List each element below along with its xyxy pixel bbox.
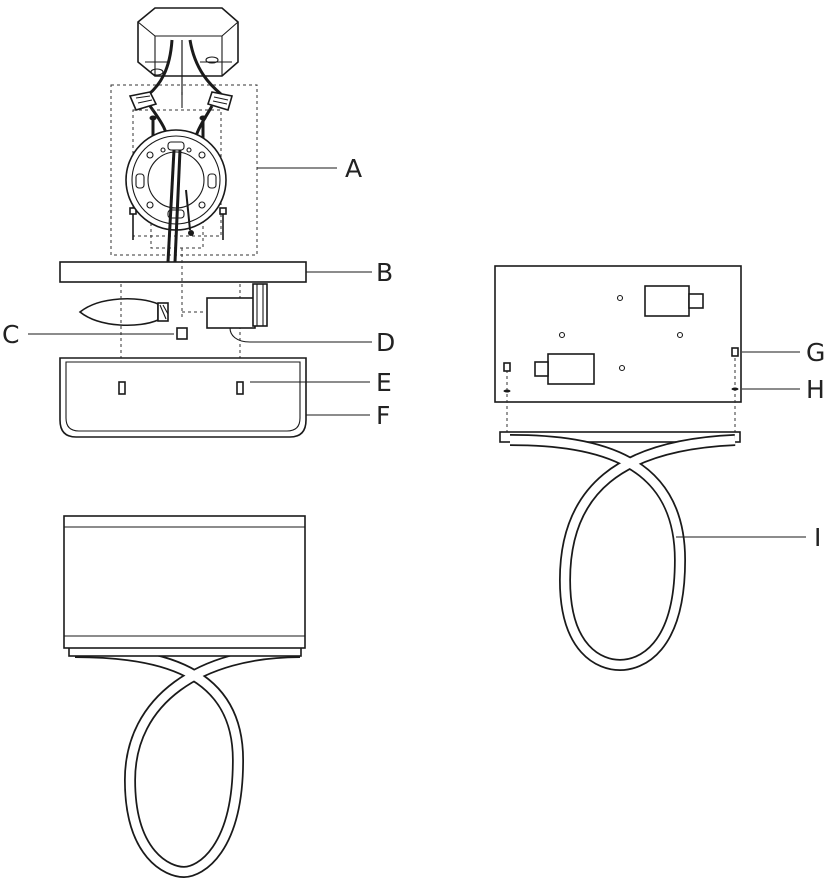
- assembled-fixture: [63, 515, 306, 879]
- junction-box: [137, 7, 239, 77]
- socket-d: [206, 283, 372, 343]
- label-c: C: [2, 320, 19, 349]
- mounting-bracket: [125, 129, 227, 263]
- backplate: [494, 265, 742, 435]
- washer-h: [503, 387, 739, 393]
- label-d: D: [376, 328, 395, 357]
- label-e: E: [376, 368, 392, 397]
- label-h: H: [806, 375, 825, 404]
- part-c-nut: [176, 327, 188, 340]
- label-f: F: [376, 401, 390, 430]
- wire-nuts: [128, 91, 234, 151]
- label-g: G: [806, 338, 825, 367]
- label-a: A: [345, 154, 362, 183]
- label-b: B: [376, 258, 393, 287]
- glass-shade: [59, 357, 307, 438]
- canopy-plate: [59, 261, 307, 283]
- mounting-hardware-group: [110, 84, 258, 256]
- label-i: I: [814, 523, 821, 552]
- loop-arm: [499, 431, 741, 672]
- candle-bulb: [78, 297, 169, 327]
- screw-g: [503, 347, 739, 372]
